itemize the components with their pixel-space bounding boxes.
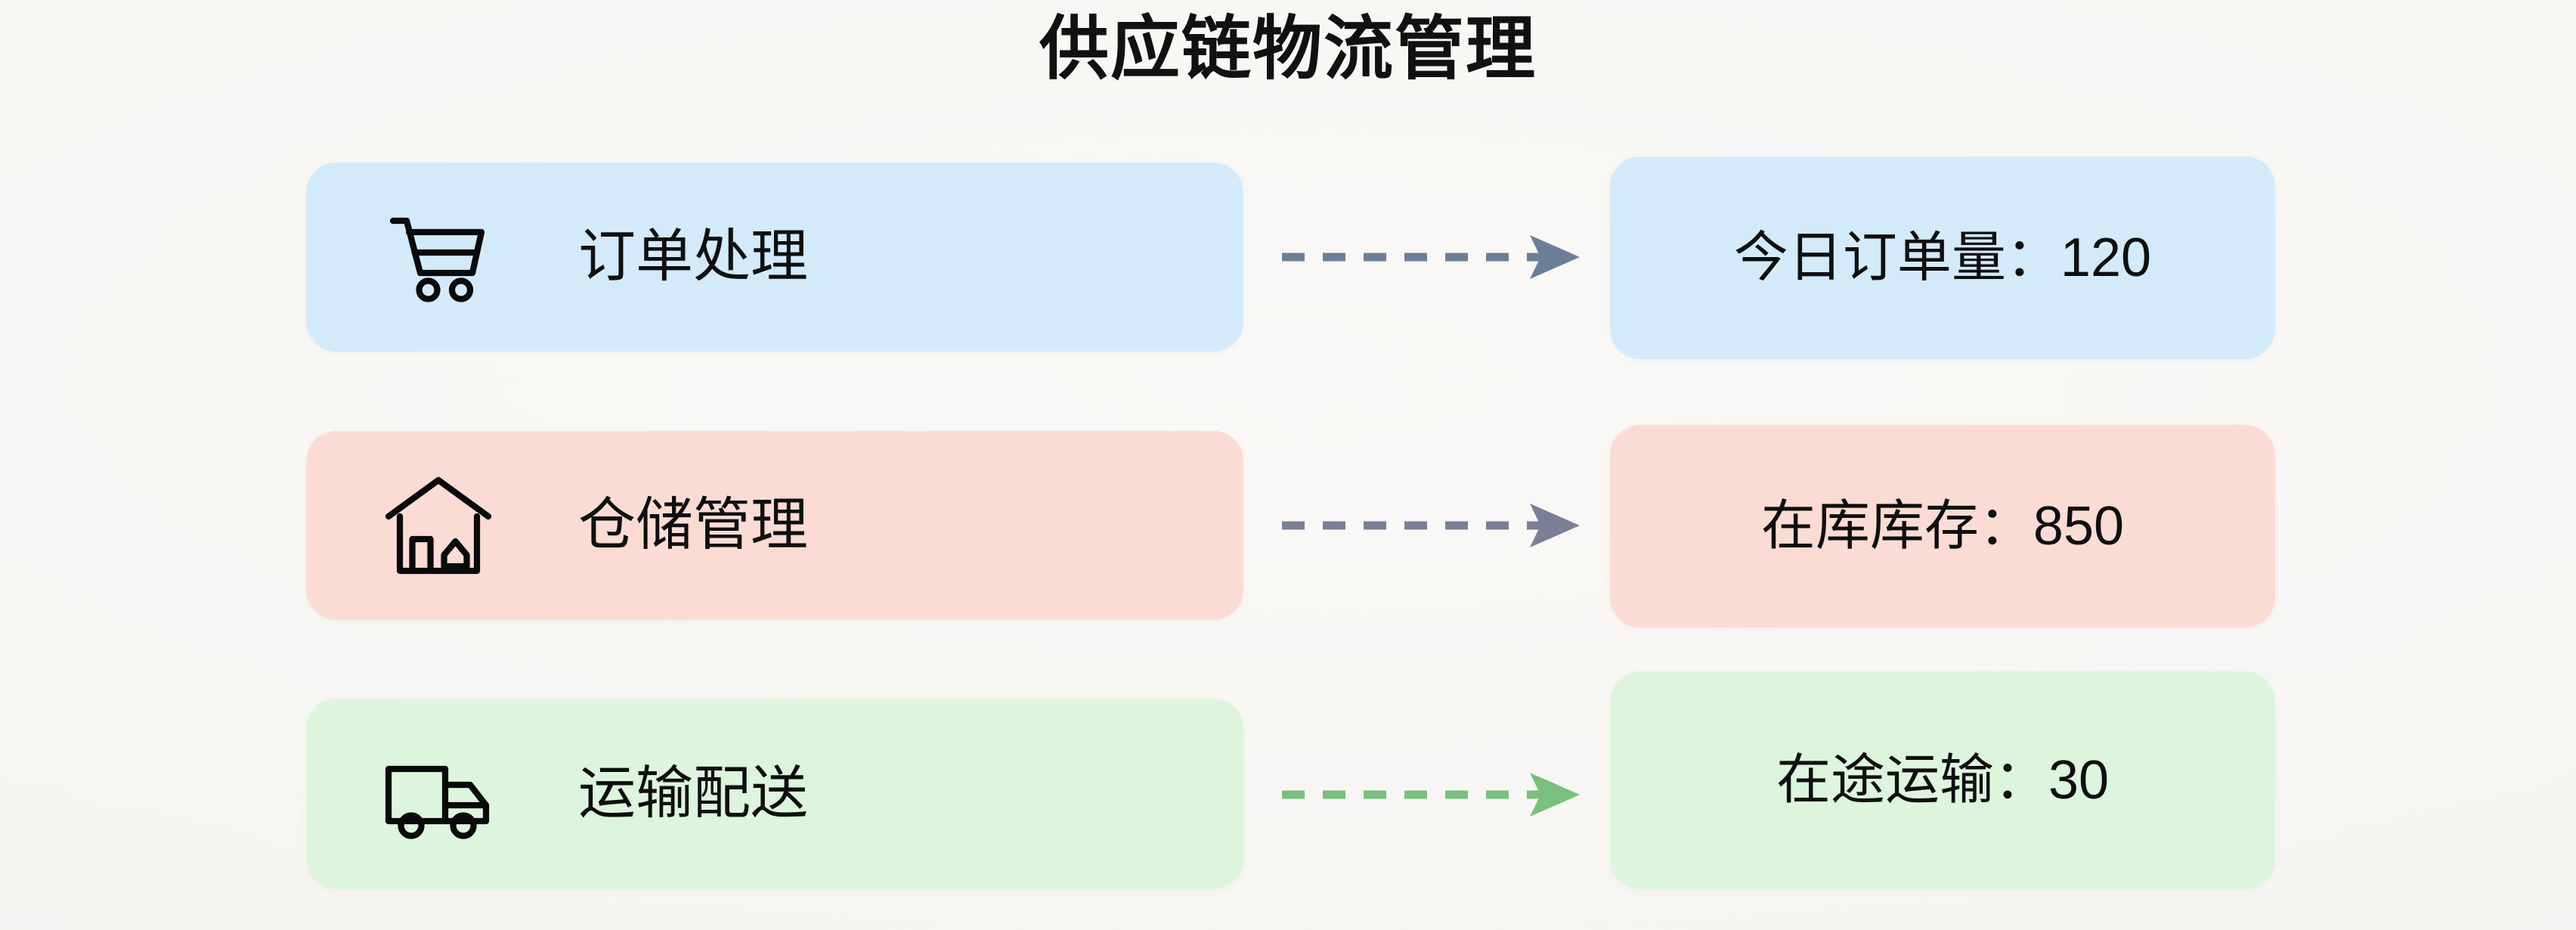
stage-card-warehouse-management[interactable]: 仓储管理	[306, 431, 1243, 620]
metric-card-daily-orders[interactable]: 今日订单量：120	[1610, 157, 2275, 359]
flow-arrow-1	[1277, 215, 1595, 299]
warehouse-icon	[382, 469, 495, 582]
stage-label: 仓储管理	[578, 493, 808, 557]
shopping-cart-icon	[382, 200, 495, 314]
metric-card-inventory-on-hand[interactable]: 在库库存：850	[1610, 425, 2275, 628]
metric-label: 今日订单量：120	[1733, 228, 2152, 288]
stage-label: 运输配送	[578, 761, 808, 826]
page-title: 供应链物流管理	[1039, 11, 1537, 88]
flow-row-order-processing: 订单处理 今日订单量：120	[0, 157, 2576, 389]
metric-label: 在库库存：850	[1760, 496, 2125, 556]
flow-row-warehouse-management: 仓储管理 在库库存：850	[0, 425, 2576, 658]
metric-card-in-transit[interactable]: 在途运输：30	[1610, 671, 2275, 889]
flow-row-transport-delivery: 运输配送 在途运输：30	[0, 671, 2576, 898]
flow-arrow-2	[1277, 484, 1595, 567]
delivery-truck-icon	[382, 737, 495, 851]
metric-label: 在途运输：30	[1776, 750, 2110, 811]
stage-card-transport-delivery[interactable]: 运输配送	[306, 699, 1243, 889]
stage-label: 订单处理	[578, 225, 808, 289]
stage-card-order-processing[interactable]: 订单处理	[306, 163, 1243, 352]
flow-arrow-3	[1277, 753, 1595, 836]
